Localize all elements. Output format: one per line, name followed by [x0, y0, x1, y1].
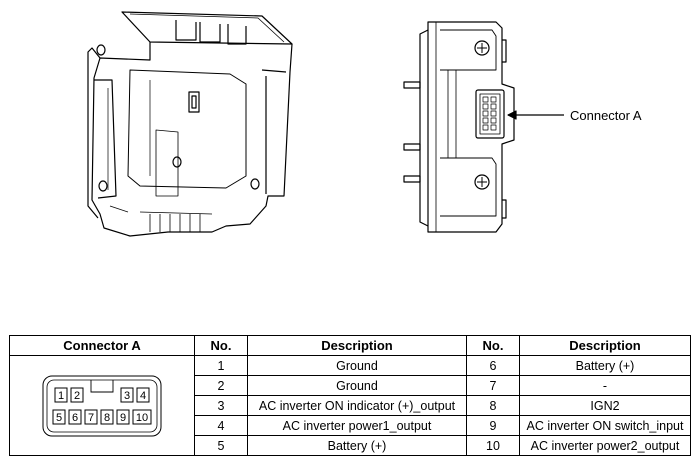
header-connector: Connector A	[9, 335, 195, 356]
connector-a-callout-label: Connector A	[570, 108, 642, 123]
pin-label: 10	[136, 412, 148, 424]
connector-a-housing	[475, 89, 505, 139]
connector-face-diagram: 1 2 3 4 5 6 7 8 9 10	[42, 375, 162, 436]
header-no-right: No.	[466, 335, 520, 356]
pin-number: 9	[466, 415, 520, 436]
table-row: 1 2 3 4 5 6 7 8 9 10 1 Ground 6 Battery …	[9, 355, 691, 456]
header-description-left: Description	[247, 335, 467, 356]
pin-label: 1	[58, 390, 64, 402]
table-row: 2 Ground 7 -	[10, 375, 691, 396]
pin-number: 10	[466, 435, 520, 456]
component-drawing	[87, 11, 564, 237]
table-header-row: Connector A No. Description No. Descript…	[9, 335, 691, 356]
pin-number: 1	[194, 355, 248, 376]
pin-number: 5	[194, 435, 248, 456]
pin-label: 3	[124, 390, 130, 402]
pin-description: -	[519, 375, 691, 396]
module-side-view	[403, 21, 515, 233]
pin-description: IGN2	[519, 395, 691, 416]
pin-description: Battery (+)	[247, 435, 467, 456]
pin-description-table: Connector A No. Description No. Descript…	[9, 335, 691, 456]
table-row: 3 AC inverter ON indicator (+)_output 8 …	[10, 395, 691, 416]
pin-description: AC inverter ON switch_input	[519, 415, 691, 436]
pin-label: 6	[72, 412, 78, 424]
pin-number: 3	[194, 395, 248, 416]
pin-number: 6	[466, 355, 520, 376]
pin-description: Ground	[247, 355, 467, 376]
bolt-icon	[96, 44, 260, 192]
pin-number: 2	[194, 375, 248, 396]
module-isometric-view	[87, 11, 293, 237]
pin-number: 4	[194, 415, 248, 436]
pin-label: 2	[74, 390, 80, 402]
pin-description: AC inverter ON indicator (+)_output	[247, 395, 467, 416]
screw-icon	[474, 40, 490, 190]
pin-description: Ground	[247, 375, 467, 396]
pin-description: AC inverter power1_output	[247, 415, 467, 436]
connector-a-leader-arrow	[507, 110, 564, 120]
pin-label: 5	[56, 412, 62, 424]
pin-number: 8	[466, 395, 520, 416]
pin-label: 4	[140, 390, 146, 402]
header-description-right: Description	[519, 335, 691, 356]
pin-number: 7	[466, 375, 520, 396]
pin-label: 9	[120, 412, 126, 424]
pin-label: 8	[104, 412, 110, 424]
pin-label: 7	[88, 412, 94, 424]
pin-description: AC inverter power2_output	[519, 435, 691, 456]
connector-face-cell: 1 2 3 4 5 6 7 8 9 10	[9, 355, 195, 456]
table-row: 5 Battery (+) 10 AC inverter power2_outp…	[10, 435, 691, 456]
header-no-left: No.	[194, 335, 248, 356]
pin-description: Battery (+)	[519, 355, 691, 376]
